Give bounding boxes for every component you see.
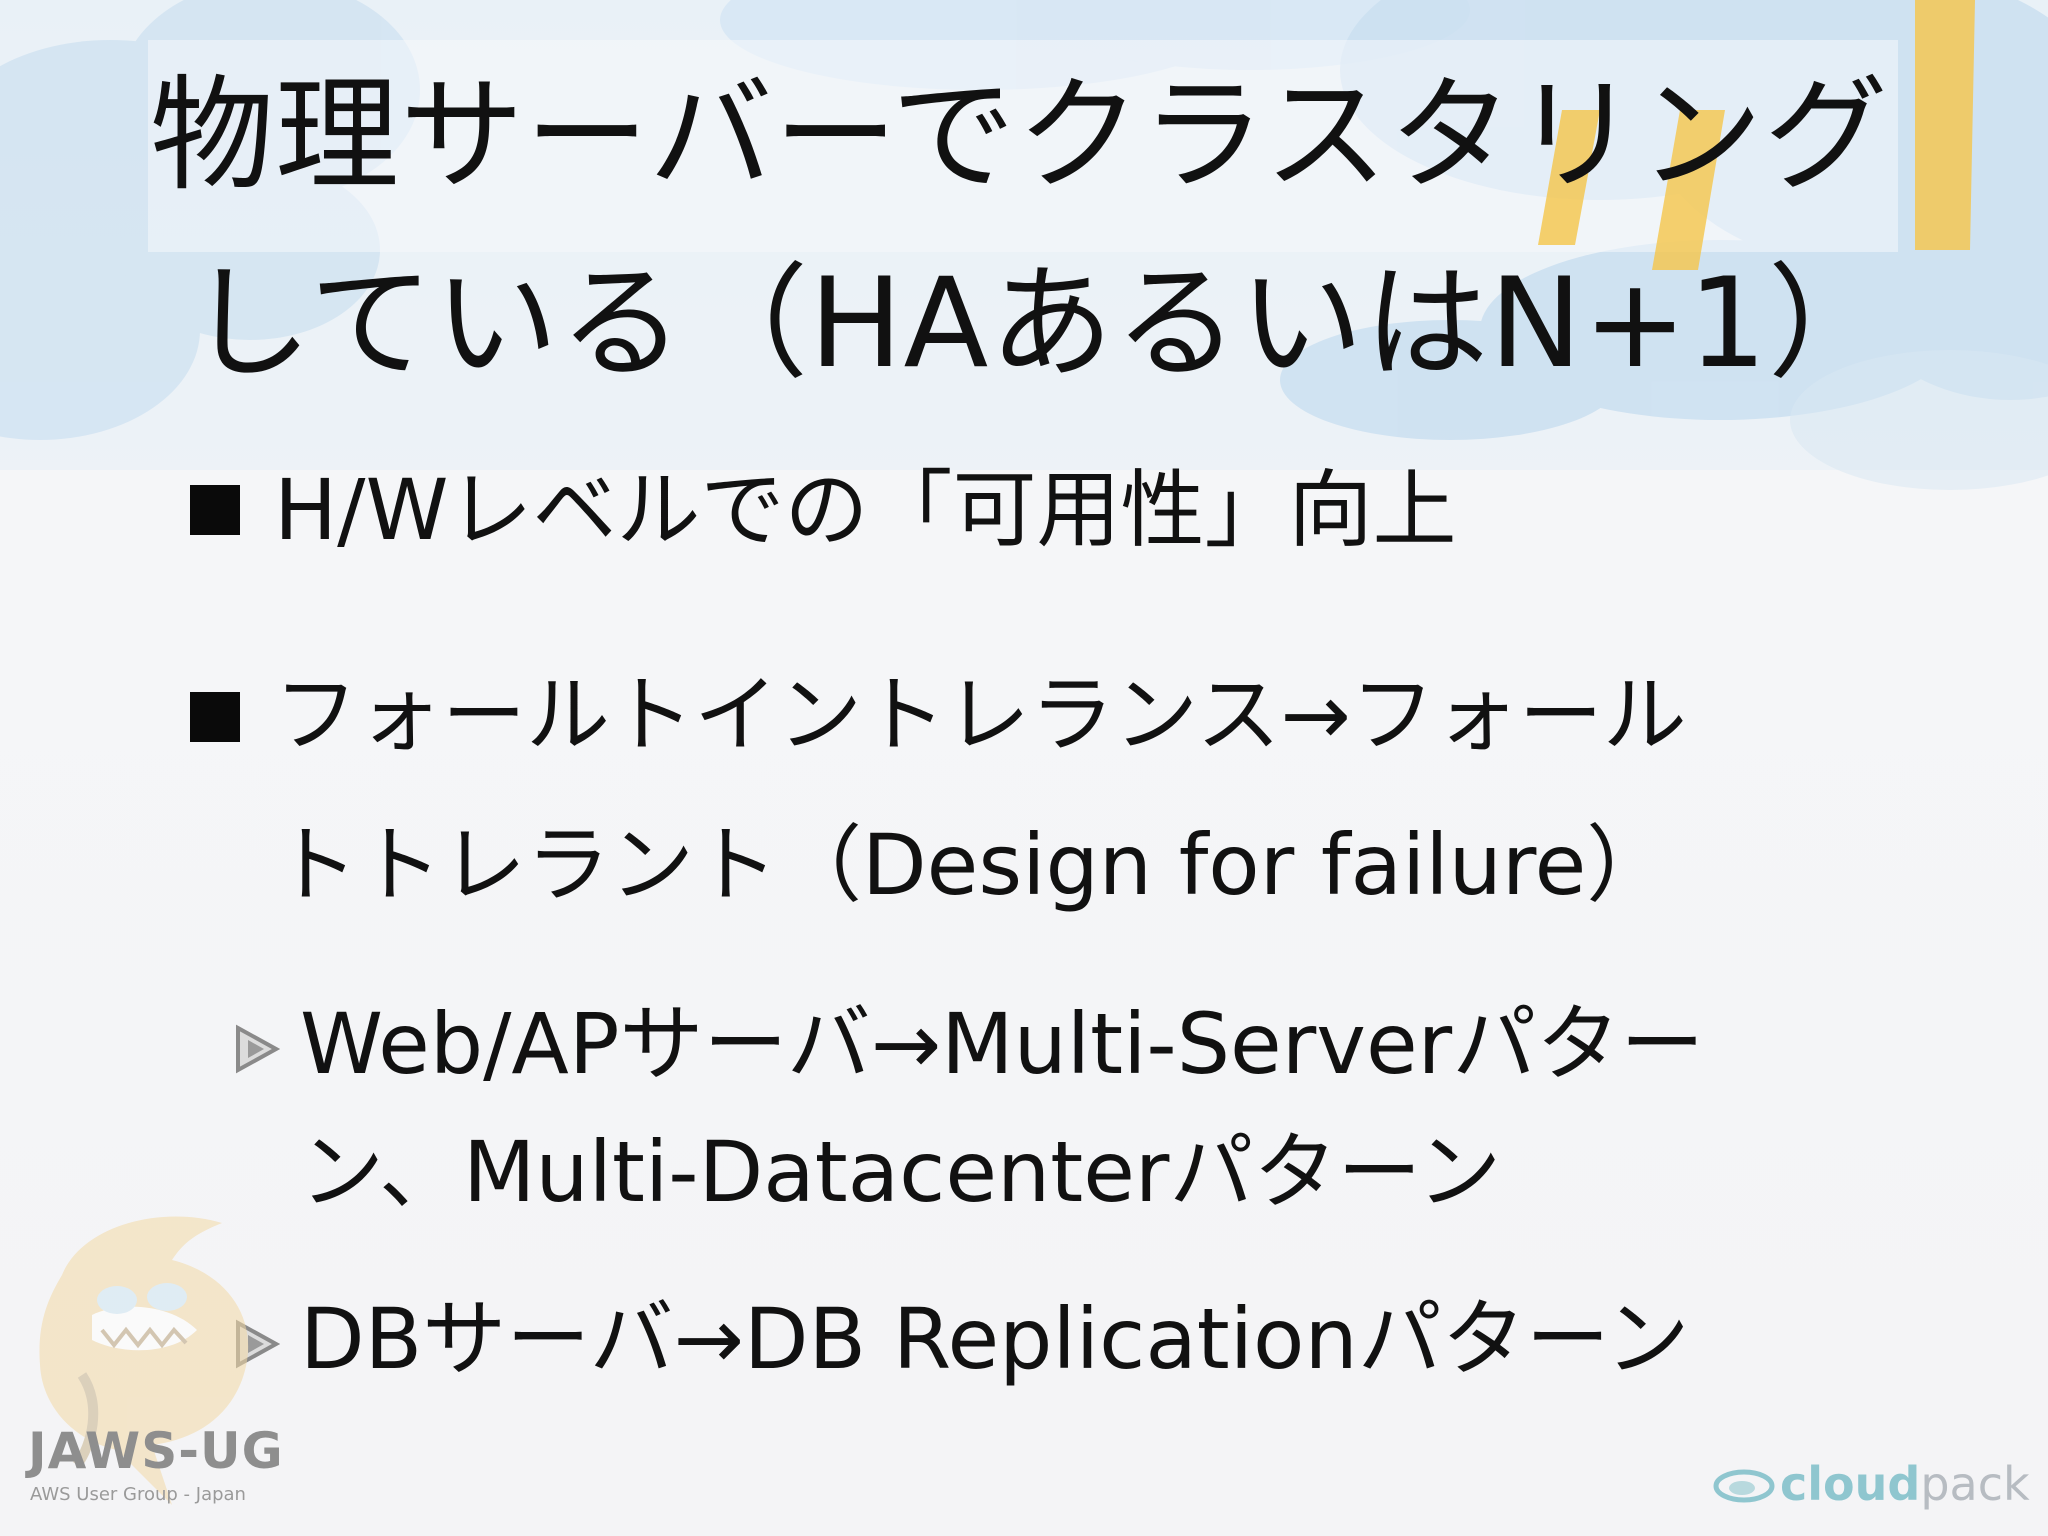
bullet-text-line-1: フォールトイントレランス→フォール — [274, 666, 1687, 764]
bullet-text: フォールトイントレランス→フォール トトレラント（Design for fail… — [274, 640, 1687, 940]
bullet-item-1: H/Wレベルでの「可用性」向上 — [190, 455, 1457, 565]
slide-title-line-1: 物理サーバーでクラスタリング — [150, 64, 1889, 208]
slide-title-line-2: している（HAあるいはN+1） — [188, 252, 1893, 396]
sub-bullet-item-1: Web/APサーバ→Multi-Serverパター ン、Multi-Datace… — [234, 980, 1704, 1236]
jaws-ug-tagline: AWS User Group - Japan — [30, 1484, 246, 1505]
title-panel — [148, 40, 1898, 252]
bullet-item-2: フォールトイントレランス→フォール トトレラント（Design for fail… — [190, 640, 1687, 940]
sub-bullet-text-line-1: Web/APサーバ→Multi-Serverパター — [300, 995, 1705, 1093]
slide-title: 物理サーバーでクラスタリング している（HAあるいはN+1） — [150, 42, 1910, 418]
triangle-bullet-icon — [236, 1024, 280, 1074]
jaws-ug-shark-logo-icon — [39, 1216, 249, 1505]
sub-bullet-item-2: DBサーバ→DB Replicationパターン — [234, 1275, 1690, 1403]
sub-bullet-text: Web/APサーバ→Multi-Serverパター ン、Multi-Datace… — [300, 980, 1704, 1236]
cloudpack-wordmark-light: pack — [1920, 1457, 2030, 1511]
sub-bullet-text: DBサーバ→DB Replicationパターン — [300, 1290, 1690, 1388]
bullet-text: H/Wレベルでの「可用性」向上 — [274, 461, 1457, 559]
square-bullet-icon — [190, 692, 240, 742]
square-bullet-icon — [190, 485, 240, 535]
bullet-text-line-2: トトレラント（Design for failure） — [274, 816, 1671, 914]
jaws-ug-wordmark: JAWS-UG — [28, 1422, 284, 1480]
sunbeam-shapes — [1538, 0, 1975, 270]
sub-bullet-text-line-2: ン、Multi-Datacenterパターン — [300, 1123, 1502, 1221]
cloudpack-swirl-icon — [1713, 1469, 1775, 1503]
cloudpack-wordmark-bold: cloud — [1780, 1457, 1921, 1511]
cloud-shape-lower-right — [1790, 350, 2048, 490]
